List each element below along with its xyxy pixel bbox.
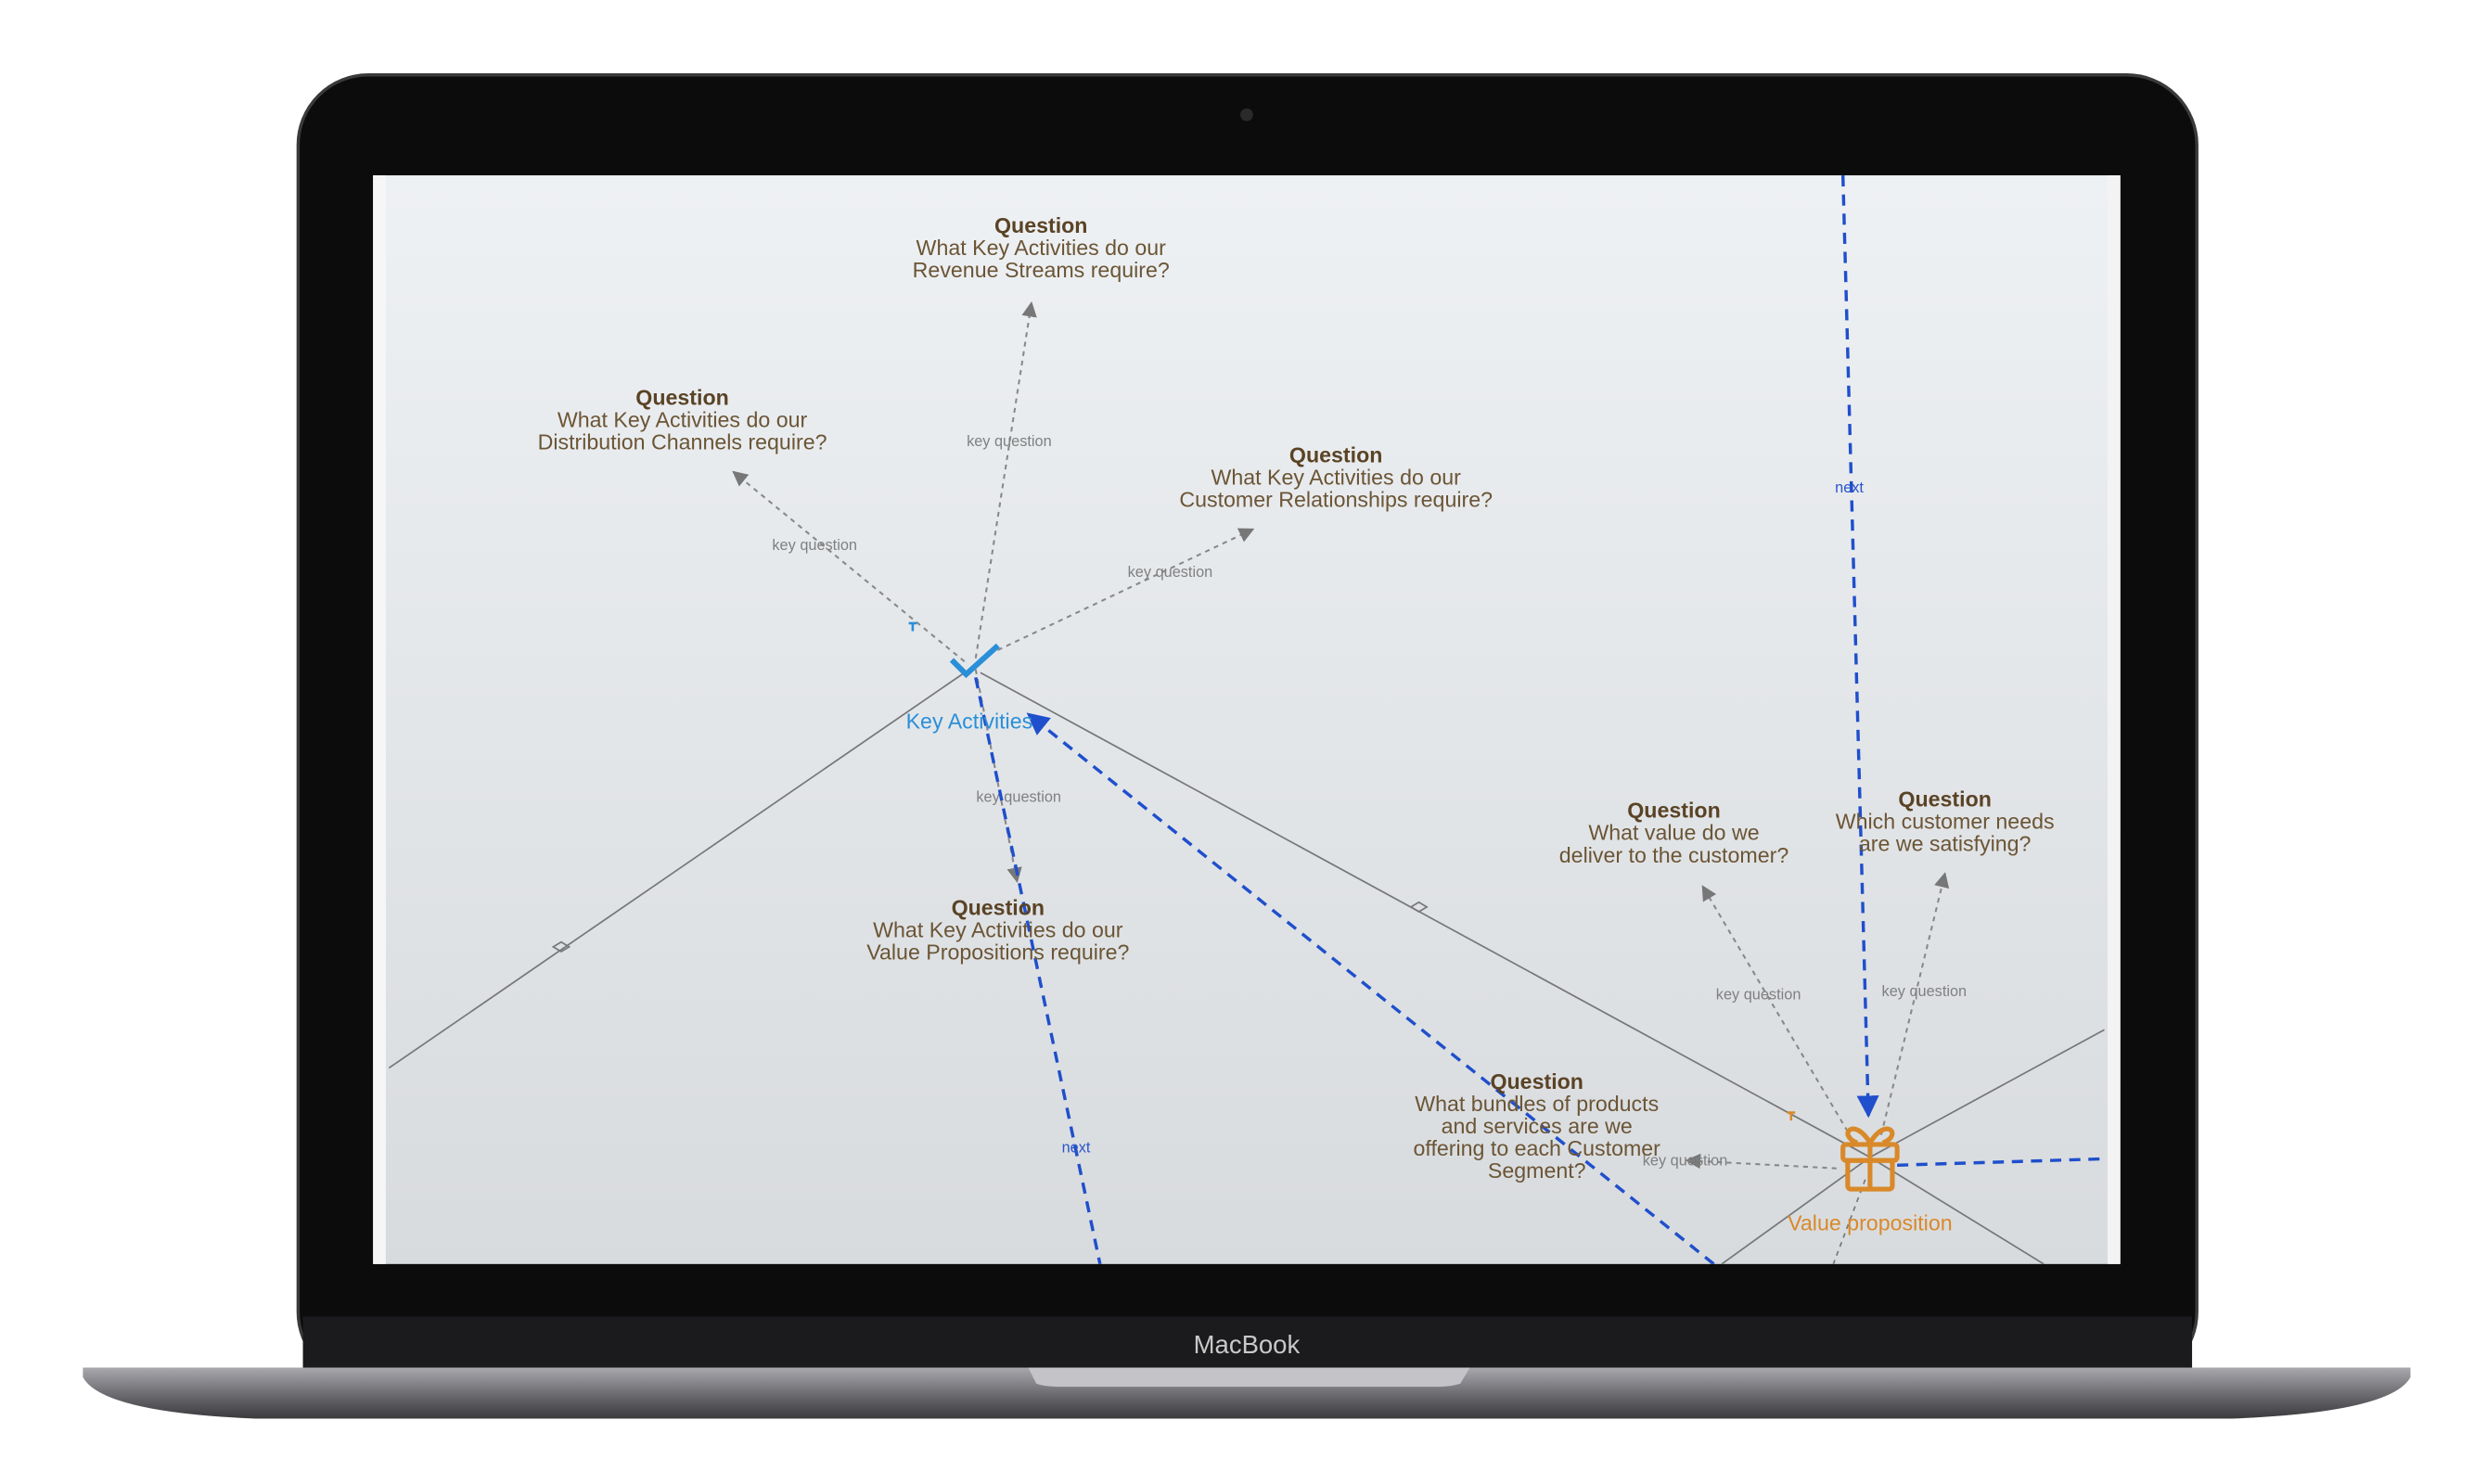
bottom-bezel [302, 1316, 2193, 1371]
svg-text:Segment?: Segment? [1488, 1158, 1586, 1183]
node-label: Key Activities [906, 709, 1033, 733]
svg-text:Revenue Streams require?: Revenue Streams require? [913, 258, 1170, 282]
edge-label: key question [1128, 564, 1213, 581]
laptop-base [83, 1367, 2411, 1419]
edge-label: key question [1716, 987, 1801, 1004]
question-node[interactable]: Question What bundles of products and se… [1414, 1069, 1661, 1183]
camera-icon [1240, 108, 1253, 122]
svg-text:Question: Question [1627, 799, 1720, 823]
edge-label: key question [967, 433, 1052, 450]
svg-text:Question: Question [952, 895, 1045, 919]
svg-text:Question: Question [1490, 1069, 1583, 1094]
edge-label-next: next [1062, 1140, 1091, 1157]
svg-text:and services are we: and services are we [1442, 1114, 1633, 1138]
svg-text:deliver to the customer?: deliver to the customer? [1559, 843, 1789, 867]
edge-label: key question [1643, 1152, 1728, 1169]
node-key-activities[interactable]: Key Activities [906, 643, 1033, 733]
svg-text:Question: Question [1898, 787, 1991, 812]
svg-text:What Key Activities do our: What Key Activities do our [1211, 465, 1461, 489]
svg-text:Customer Relationships require: Customer Relationships require? [1179, 488, 1493, 512]
svg-text:Question: Question [635, 386, 728, 410]
edge-label-next: next [1835, 480, 1864, 496]
diagram-canvas[interactable]: key question key question key question k… [373, 175, 2121, 1264]
question-node[interactable]: Question Which customer needs are we sat… [1836, 787, 2055, 856]
svg-text:What Key Activities do our: What Key Activities do our [558, 408, 808, 432]
question-node[interactable]: Question What value do we deliver to the… [1559, 799, 1789, 867]
svg-text:What Key Activities do our: What Key Activities do our [917, 236, 1167, 260]
brand-label: MacBook [1194, 1330, 1301, 1359]
svg-text:Value Propositions require?: Value Propositions require? [866, 940, 1129, 965]
question-node[interactable]: Question What Key Activities do our Valu… [866, 895, 1129, 964]
pin-icon[interactable] [1787, 1111, 1796, 1121]
pin-icon[interactable] [908, 621, 917, 632]
svg-text:Question: Question [994, 213, 1087, 237]
edge-label: key question [772, 537, 857, 554]
svg-text:Distribution Channels require?: Distribution Channels require? [538, 430, 827, 454]
edge-handle[interactable] [551, 940, 571, 953]
svg-text:offering to each Customer: offering to each Customer [1414, 1136, 1661, 1160]
opening-notch [1028, 1367, 1470, 1388]
svg-text:are we satisfying?: are we satisfying? [1859, 832, 2032, 856]
checkmark-icon [949, 643, 1000, 679]
svg-text:What value do we: What value do we [1588, 821, 1759, 845]
node-value-proposition[interactable]: Value proposition [1788, 1126, 1953, 1235]
svg-text:Which customer needs: Which customer needs [1836, 810, 2055, 834]
node-label: Value proposition [1788, 1211, 1952, 1235]
svg-text:What bundles of products: What bundles of products [1415, 1092, 1659, 1116]
question-node[interactable]: Question What Key Activities do our Dist… [538, 386, 827, 454]
next-edges[interactable] [974, 175, 2105, 1264]
svg-text:What Key Activities do our: What Key Activities do our [873, 918, 1123, 942]
gift-icon [1840, 1126, 1900, 1192]
question-node[interactable]: Question What Key Activities do our Cust… [1179, 442, 1493, 511]
edge-handle[interactable] [1409, 901, 1429, 914]
edge-label: key question [976, 788, 1061, 805]
question-node[interactable]: Question What Key Activities do our Reve… [913, 213, 1170, 282]
svg-text:Question: Question [1289, 442, 1382, 467]
relation-lines [388, 672, 2105, 1264]
edge-label: key question [1882, 983, 1968, 1000]
